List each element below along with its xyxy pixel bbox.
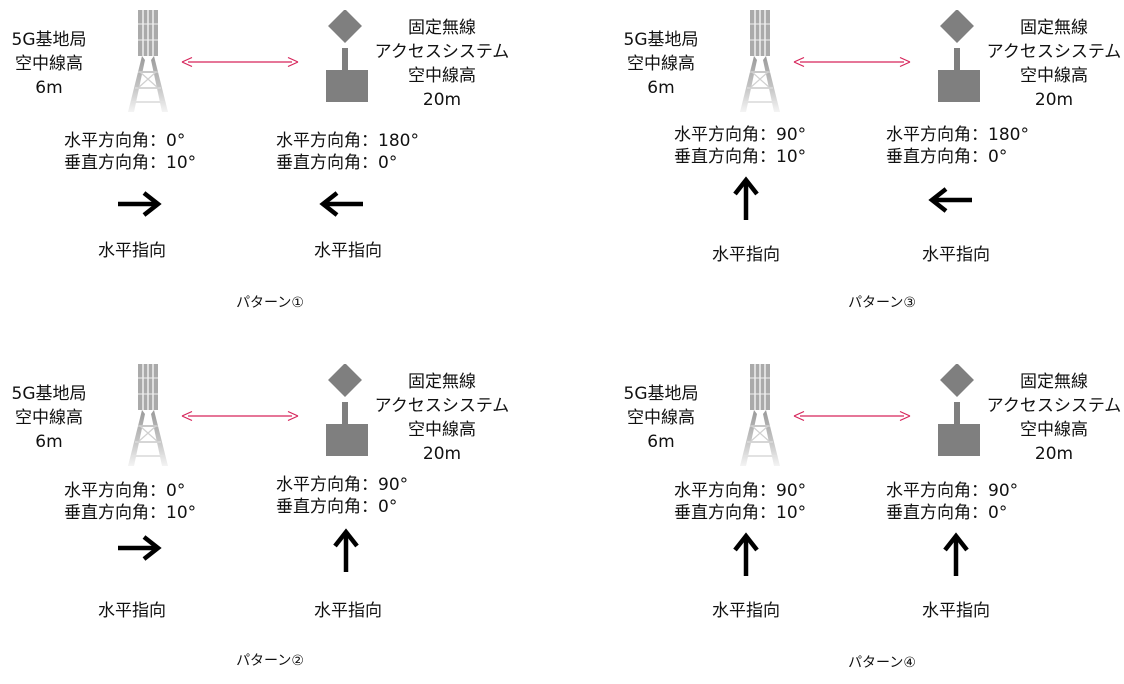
fixed-wireless-vertical-angle: 垂直方向角：0° (886, 147, 1008, 167)
base-station-horizontal-angle: 水平方向角：90° (674, 481, 807, 501)
fixed-wireless-height-label: 空中線高 (408, 66, 476, 86)
double-arrow-link-icon (181, 56, 299, 68)
base-station-height-value: 6m (35, 432, 63, 452)
fixed-wireless-subtitle: アクセスシステム (374, 42, 510, 62)
fixed-wireless-device-icon (326, 10, 368, 103)
fixed-wireless-label: 固定無線 アクセスシステム 空中線高 20m (372, 16, 512, 112)
fixed-wireless-height-label: 空中線高 (1020, 420, 1088, 440)
base-station-vertical-angle: 垂直方向角：10° (674, 147, 807, 167)
base-station-height-value: 6m (647, 78, 675, 98)
fixed-wireless-title: 固定無線 (408, 18, 476, 38)
base-station-title: 5G基地局 (11, 384, 87, 404)
5g-tower-icon (126, 362, 170, 468)
fixed-wireless-angles: 水平方向角：180° 垂直方向角：0° (276, 130, 419, 174)
base-station-vertical-angle: 垂直方向角：10° (674, 503, 807, 523)
base-station-height-value: 6m (35, 78, 63, 98)
fixed-wireless-horizontal-angle: 水平方向角：90° (276, 475, 409, 495)
pattern-panel: 5G基地局 空中線高 6m 固定無線 アクセスシステム 空中線高 20m 水平方… (0, 354, 520, 684)
base-station-height-label: 空中線高 (15, 54, 83, 74)
pattern-panel: 5G基地局 空中線高 6m 固定無線 アクセスシステム 空中線高 20m 水平方… (0, 0, 520, 330)
fixed-wireless-horizontal-angle: 水平方向角：90° (886, 481, 1019, 501)
double-arrow-link-icon (793, 56, 911, 68)
direction-arrow-up-icon (716, 532, 776, 578)
fixed-wireless-title: 固定無線 (1020, 18, 1088, 38)
fixed-wireless-subtitle: アクセスシステム (986, 42, 1122, 62)
base-station-horizontal-angle: 水平方向角：0° (64, 481, 186, 501)
base-station-height-label: 空中線高 (15, 408, 83, 428)
double-arrow-link-icon (793, 410, 911, 422)
pattern-panel: 5G基地局 空中線高 6m 固定無線 アクセスシステム 空中線高 20m 水平方… (612, 354, 1124, 684)
base-station-angles: 水平方向角：0° 垂直方向角：10° (64, 480, 196, 524)
fixed-wireless-label: 固定無線 アクセスシステム 空中線高 20m (372, 370, 512, 466)
fixed-wireless-subtitle: アクセスシステム (374, 396, 510, 416)
base-station-vertical-angle: 垂直方向角：10° (64, 153, 197, 173)
fixed-wireless-direction-label: 水平指向 (314, 601, 382, 621)
base-station-height-value: 6m (647, 432, 675, 452)
pattern-label: パターン① (236, 295, 304, 311)
direction-arrow-left-icon (313, 181, 373, 227)
fixed-wireless-subtitle: アクセスシステム (986, 396, 1122, 416)
base-station-label: 5G基地局 空中線高 6m (0, 28, 98, 100)
fixed-wireless-vertical-angle: 垂直方向角：0° (276, 153, 398, 173)
fixed-wireless-title: 固定無線 (1020, 372, 1088, 392)
pattern-label: パターン② (236, 653, 304, 669)
pattern-panel: 5G基地局 空中線高 6m 固定無線 アクセスシステム 空中線高 20m 水平方… (612, 0, 1124, 330)
base-station-direction-label: 水平指向 (712, 601, 780, 621)
base-station-horizontal-angle: 水平方向角：90° (674, 125, 807, 145)
pattern-label: パターン③ (848, 295, 916, 311)
base-station-angles: 水平方向角：90° 垂直方向角：10° (674, 124, 806, 168)
direction-arrow-right-icon (108, 525, 168, 571)
fixed-wireless-height-label: 空中線高 (1020, 66, 1088, 86)
base-station-title: 5G基地局 (623, 30, 699, 50)
fixed-wireless-height-value: 20m (422, 90, 462, 110)
pattern-label: パターン④ (848, 655, 916, 671)
base-station-title: 5G基地局 (11, 30, 87, 50)
fixed-wireless-height-value: 20m (1034, 90, 1074, 110)
base-station-title: 5G基地局 (623, 384, 699, 404)
fixed-wireless-angles: 水平方向角：90° 垂直方向角：0° (276, 474, 408, 518)
fixed-wireless-vertical-angle: 垂直方向角：0° (886, 503, 1008, 523)
fixed-wireless-label: 固定無線 アクセスシステム 空中線高 20m (984, 16, 1124, 112)
fixed-wireless-device-icon (938, 10, 980, 103)
fixed-wireless-device-icon (326, 364, 368, 456)
fixed-wireless-angles: 水平方向角：90° 垂直方向角：0° (886, 480, 1018, 524)
base-station-direction-label: 水平指向 (712, 245, 780, 265)
fixed-wireless-direction-label: 水平指向 (922, 601, 990, 621)
direction-arrow-up-icon (316, 528, 376, 574)
base-station-label: 5G基地局 空中線高 6m (612, 382, 710, 454)
fixed-wireless-height-label: 空中線高 (408, 420, 476, 440)
base-station-angles: 水平方向角：90° 垂直方向角：10° (674, 480, 806, 524)
fixed-wireless-height-value: 20m (422, 444, 462, 464)
fixed-wireless-direction-label: 水平指向 (922, 245, 990, 265)
fixed-wireless-height-value: 20m (1034, 444, 1074, 464)
fixed-wireless-direction-label: 水平指向 (314, 241, 382, 261)
fixed-wireless-angles: 水平方向角：180° 垂直方向角：0° (886, 124, 1029, 168)
double-arrow-link-icon (181, 410, 299, 422)
fixed-wireless-device-icon (938, 364, 980, 456)
fixed-wireless-title: 固定無線 (408, 372, 476, 392)
5g-tower-icon (738, 8, 782, 114)
base-station-label: 5G基地局 空中線高 6m (612, 28, 710, 100)
base-station-label: 5G基地局 空中線高 6m (0, 382, 98, 454)
base-station-angles: 水平方向角：0° 垂直方向角：10° (64, 130, 196, 174)
base-station-horizontal-angle: 水平方向角：0° (64, 131, 186, 151)
fixed-wireless-vertical-angle: 垂直方向角：0° (276, 497, 398, 517)
fixed-wireless-horizontal-angle: 水平方向角：180° (886, 125, 1029, 145)
5g-tower-icon (738, 362, 782, 468)
base-station-direction-label: 水平指向 (98, 601, 166, 621)
fixed-wireless-horizontal-angle: 水平方向角：180° (276, 131, 419, 151)
base-station-height-label: 空中線高 (627, 408, 695, 428)
base-station-height-label: 空中線高 (627, 54, 695, 74)
base-station-vertical-angle: 垂直方向角：10° (64, 503, 197, 523)
base-station-direction-label: 水平指向 (98, 241, 166, 261)
direction-arrow-left-icon (922, 177, 982, 223)
5g-tower-icon (126, 8, 170, 114)
direction-arrow-right-icon (108, 181, 168, 227)
fixed-wireless-label: 固定無線 アクセスシステム 空中線高 20m (984, 370, 1124, 466)
direction-arrow-up-icon (716, 176, 776, 222)
direction-arrow-up-icon (926, 532, 986, 578)
